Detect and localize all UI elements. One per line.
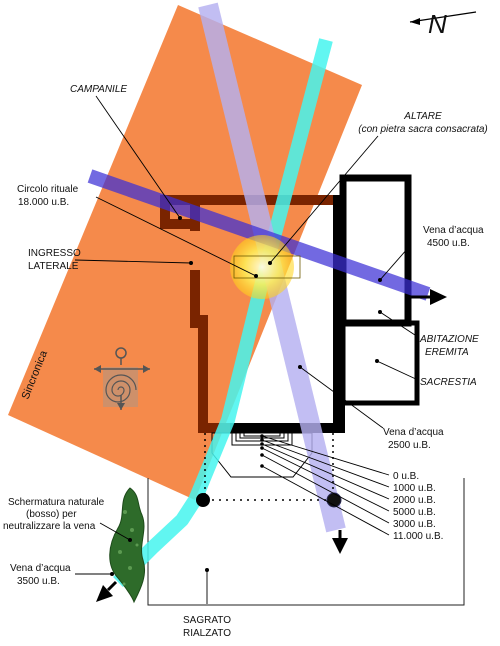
boxwood-highlights bbox=[118, 510, 139, 586]
label-ingresso: INGRESSO bbox=[28, 248, 81, 259]
sagrato-outline bbox=[147, 478, 465, 606]
altar-stone bbox=[233, 255, 301, 279]
boxwood-vegetation bbox=[109, 487, 146, 604]
label-level-3000: 3000 u.B. bbox=[393, 519, 436, 530]
leader-lines bbox=[74, 95, 419, 604]
energy-symbol-icon bbox=[94, 347, 150, 410]
label-level-2000: 2000 u.B. bbox=[393, 495, 436, 506]
north-compass-icon: N bbox=[409, 9, 477, 39]
label-campanile: CAMPANILE bbox=[70, 84, 127, 95]
label-altare: ALTARE bbox=[403, 111, 442, 122]
label-schermatura-3: neutralizzare la vena bbox=[3, 521, 96, 532]
label-sagrato: SAGRATO bbox=[183, 615, 231, 626]
label-level-11000: 11.000 u.B. bbox=[393, 531, 443, 542]
label-ingresso-sub: LATERALE bbox=[28, 261, 79, 272]
label-circolo-value: 18.000 u.B. bbox=[18, 197, 69, 208]
label-vena-3500-value: 3500 u.B. bbox=[17, 576, 60, 587]
label-vena-4500-value: 4500 u.B. bbox=[427, 238, 470, 249]
label-level-0: 0 u.B. bbox=[393, 471, 419, 482]
sincronica-band bbox=[8, 5, 362, 500]
label-sagrato-sub: RIALZATO bbox=[183, 628, 231, 639]
label-vena-2500-value: 2500 u.B. bbox=[388, 440, 431, 451]
ritual-circle bbox=[230, 235, 294, 299]
label-sacrestia: SACRESTIA bbox=[420, 377, 477, 388]
label-vena-3500: Vena d’acqua bbox=[10, 563, 71, 574]
label-level-1000: 1000 u.B. bbox=[393, 483, 436, 494]
leader-dots bbox=[110, 216, 382, 576]
flow-arrows bbox=[96, 289, 447, 602]
north-letter: N bbox=[428, 9, 447, 39]
label-vena-4500: Vena d’acqua bbox=[423, 225, 484, 236]
label-schermatura: Schermatura naturale bbox=[8, 497, 105, 508]
label-schermatura-2: (bosso) per bbox=[26, 509, 77, 520]
sagrato-markers bbox=[196, 433, 342, 508]
label-abitazione: ABITAZIONE bbox=[419, 334, 479, 345]
label-abitazione-sub: EREMITA bbox=[425, 347, 469, 358]
label-level-5000: 5000 u.B. bbox=[393, 507, 436, 518]
vein-4500-blue bbox=[87, 169, 431, 301]
label-vena-2500: Vena d’acqua bbox=[383, 427, 444, 438]
label-altare-sub: (con pietra sacra consacrata) bbox=[358, 124, 488, 135]
label-circolo: Circolo rituale bbox=[17, 184, 79, 195]
